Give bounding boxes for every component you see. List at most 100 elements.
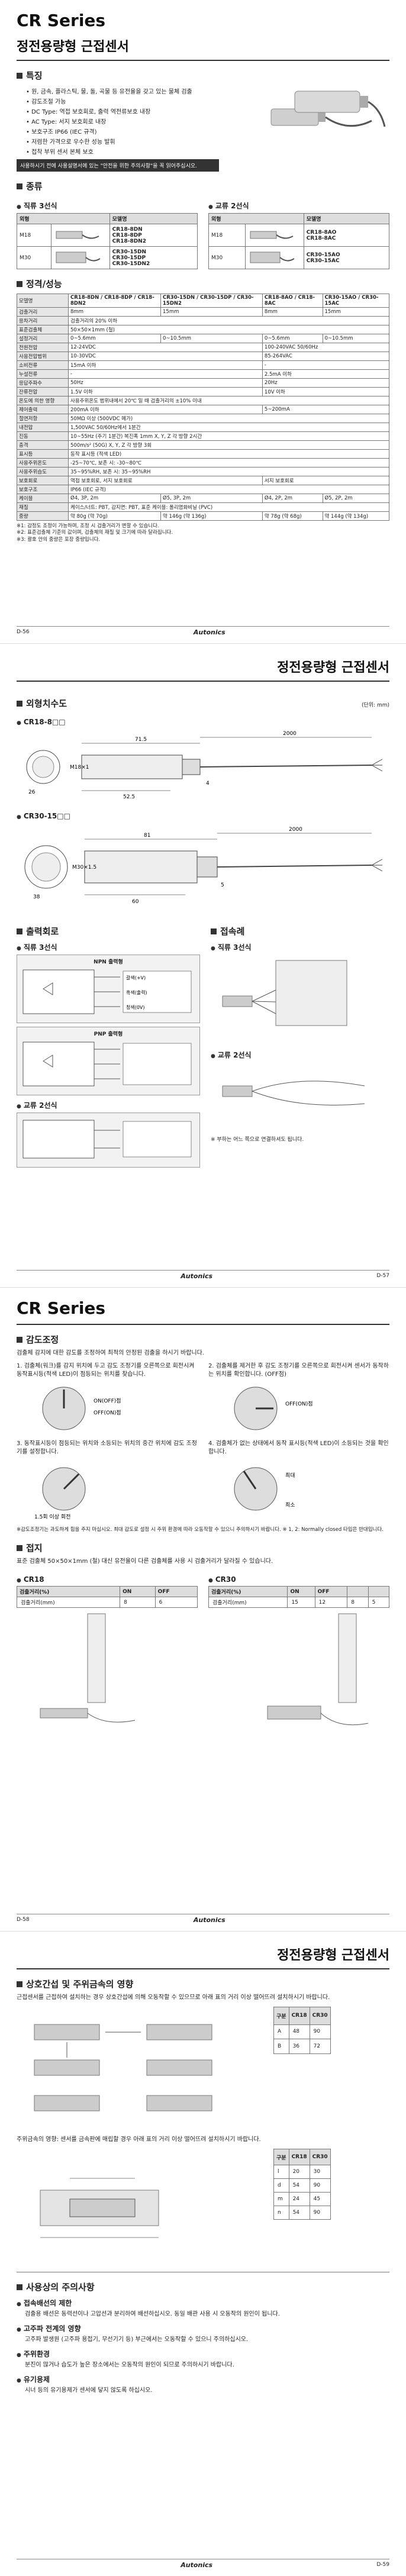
spec-key: 표시등 <box>17 449 69 459</box>
spec-value: 검출거리의 20% 이하 <box>68 316 389 325</box>
col-model: 모델명 <box>303 213 390 224</box>
wire-color: 흑색(출력) <box>126 989 147 995</box>
sens-dial-1: ON(OFF)점 OFF(ON)점 <box>42 1387 121 1430</box>
spec-key: 케이블 <box>17 494 69 503</box>
spec-key: 충격 <box>17 440 69 450</box>
spec-value: 약 78g (약 68g) <box>262 511 323 521</box>
page-number: D-57 <box>376 1273 389 1279</box>
size-cell: M30 <box>208 246 246 269</box>
table-header: 검출거리(%) <box>16 1586 121 1598</box>
series-title: CR Series <box>17 11 106 30</box>
sens-step: 3. 동작표시등이 점등되는 위치와 소등되는 위치의 중간 위치에 감도 조정… <box>17 1440 197 1455</box>
surround-diagram <box>40 2178 159 2238</box>
spec-value: IP66 (IEC 규격) <box>68 485 389 494</box>
col-shape: 외형 <box>17 213 110 224</box>
spec-value: 케이스/너트: PBT, 감지면: PBT, 표준 케이블: 폴리염화비닐 (P… <box>68 502 389 512</box>
spec-value: 50Hz <box>68 378 263 388</box>
spec-key: 진동 <box>17 431 69 441</box>
contact-intro: 표준 검출체 50×50×1mm (철) 대신 유전율이 다른 검출체를 사용 … <box>17 1558 273 1565</box>
table-header: OFF <box>154 1586 198 1598</box>
spec-model: CR18-8DN / CR18-8DP / CR18-8DN2 <box>68 294 161 308</box>
dim-drawing-cr18: 71.5 2000 52.5 M18×1 26 4 <box>26 731 383 800</box>
circuit-wiring-row: 출력회로 직류 3선식 NPN 출력형 갈색(+V) 흑색(출력) 청색(0V)… <box>17 917 389 1168</box>
caution-heading: 사용상의 주의사항 <box>17 2281 389 2293</box>
model-name: CR18-8AC <box>306 235 336 241</box>
spec-heading: 정격/성능 <box>17 278 389 290</box>
size-cell: M18 <box>17 224 51 247</box>
spec-value: 85-264VAC <box>262 352 390 361</box>
dim-number: 60 <box>132 899 139 905</box>
table-header: 검출거리(%) <box>208 1586 288 1598</box>
page-title: 정전용량형 근접센서 <box>277 1948 389 1963</box>
spec-key: 절연저항 <box>17 414 69 423</box>
dim-drawing-cr30: 81 2000 60 M30×1.5 38 5 <box>24 827 383 905</box>
sens-step: 2. 검출체를 제거한 후 감도 조정기를 오른쪽으로 회전시켜 센서가 동작하… <box>208 1363 389 1378</box>
spec-note: ※2: 표준검출체 기준의 값이며, 검출체의 재질 및 크기에 따라 달라집니… <box>17 530 173 536</box>
spec-value: 8mm <box>262 307 323 317</box>
wiring-ac-diagram <box>222 1081 365 1105</box>
spec-value: 35~95%RH, 보존 시: 35~95%RH <box>68 467 389 476</box>
model-name: CR30-15DP <box>112 254 146 261</box>
feature-item: AC Type: 서지 보호회로 내장 <box>26 117 251 125</box>
spec-model: CR30-15AO / CR30-15AC <box>322 294 389 308</box>
caution-desc: 고주파 발생원 (고주파 용접기, 무선기기 등) 부근에서는 오동작할 수 있… <box>25 2336 249 2343</box>
spec-value: 0~5.6mm <box>68 334 161 343</box>
spec-value: 20Hz <box>262 378 390 388</box>
table-header: ON <box>120 1586 156 1598</box>
models-cell: CR30-15AO CR30-15AC <box>303 246 390 269</box>
sens-step: 1. 검출체(워크)를 감지 위치에 두고 감도 조정기를 오른쪽으로 회전시켜… <box>17 1363 195 1378</box>
spec-body: 모델명 CR18-8DN / CR18-8DP / CR18-8DN2 CR30… <box>17 294 390 521</box>
npn-circuit: NPN 출력형 갈색(+V) 흑색(출력) 청색(0V) <box>17 955 200 1023</box>
sensor-m30-icon <box>50 246 110 269</box>
dial-label: OFF(ON)점 <box>94 1409 121 1416</box>
feature-item: 보호구조 IP66 (IEC 규격) <box>26 127 251 136</box>
dim2-label: CR30-15□□ <box>17 812 389 820</box>
feature-item: 저렴한 가격으로 우수한 성능 발휘 <box>26 137 251 146</box>
spec-value: 10V 이하 <box>262 387 390 396</box>
cr30-table: 검출거리(%) ON OFF 검출거리(mm) 15 12 8 5 <box>208 1586 390 1608</box>
interference-row: 구분 CR18 CR30 A 48 90 B 36 72 <box>17 2007 389 2131</box>
page-footer: D-58 Autonics <box>17 1914 389 1925</box>
dim-number: M30×1.5 <box>72 865 96 871</box>
title-rule <box>17 1324 389 1325</box>
cr30-label: CR30 <box>208 1575 389 1584</box>
spec-key: 잔류전압 <box>17 387 69 396</box>
col-shape: 외형 <box>208 213 304 224</box>
col-model: 모델명 <box>109 213 198 224</box>
spec-value: - <box>262 360 390 370</box>
caution-desc: 분진이 많거나 습도가 높은 장소에서는 오동작의 원인이 되므로 주의하시기 … <box>25 2362 234 2368</box>
sensor-m18-icon <box>50 224 110 247</box>
contact-tables-row: CR18 검출거리(%) ON OFF 검출거리(mm) 8 6 <box>16 1571 390 1740</box>
table-header: CR18 <box>288 2007 310 2025</box>
dim-number: 4 <box>206 781 210 786</box>
spec-key: 표준검출체 <box>17 325 69 334</box>
ac-circuit-diagram <box>22 1120 192 1159</box>
dim-number: 52.5 <box>123 794 135 800</box>
spec-row: 누설전류-2.5mA 이하 <box>17 369 390 379</box>
models-cell: CR18-8DN CR18-8DP CR18-8DN2 <box>109 224 198 247</box>
table-header: ON <box>287 1586 315 1598</box>
spec-value: 약 80g (약 70g) <box>68 511 161 521</box>
cr18-contact-diagram <box>40 1613 136 1723</box>
pnp-circuit: PNP 출력형 <box>17 1027 200 1095</box>
dc-circuit-heading: 직류 3선식 <box>17 942 200 952</box>
dc-types-heading: 직류 3선식 <box>17 201 198 211</box>
spec-key: 소비전류 <box>17 360 69 370</box>
spec-value: 동작 표시등 (적색 LED) <box>68 449 389 459</box>
table-cell: d <box>273 2178 289 2193</box>
wiring-dc-diagram <box>222 960 347 1026</box>
spec-key: 설정거리 <box>17 334 69 343</box>
wiring-note: ※ 부하는 어느 쪽으로 연결하셔도 됩니다. <box>211 1137 304 1143</box>
spec-value: Ø5, 2P, 2m <box>322 494 389 503</box>
series-title: CR Series <box>17 1298 106 1318</box>
spec-key: 보호회로 <box>17 476 69 485</box>
